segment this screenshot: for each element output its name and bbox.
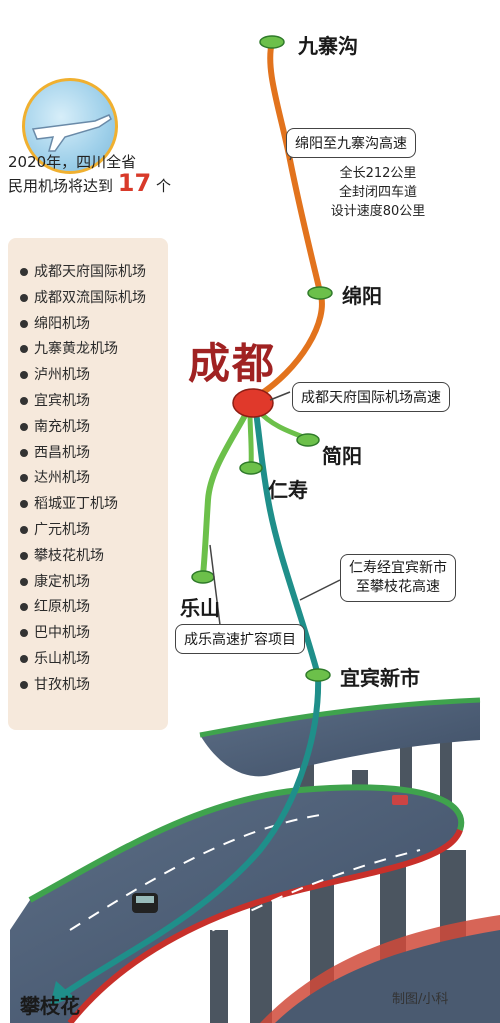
callout-chengle: 成乐高速扩容项目 <box>175 624 305 654</box>
route-specs: 全长212公里 全封闭四车道 设计速度80公里 <box>318 164 438 221</box>
list-item: 甘孜机场 <box>20 673 168 699</box>
list-item: 南充机场 <box>20 415 168 441</box>
car <box>392 795 408 805</box>
airport-count-intro: 2020年，四川全省 民用机场将达到 17 个 <box>8 152 188 197</box>
city-label-yibin-new: 宜宾新市 <box>340 666 420 690</box>
callout-renshou-panzhihua: 仁寿经宜宾新市 至攀枝花高速 <box>340 554 456 602</box>
list-item: 乐山机场 <box>20 647 168 673</box>
list-item: 达州机场 <box>20 466 168 492</box>
list-item: 康定机场 <box>20 570 168 596</box>
list-item: 稻城亚丁机场 <box>20 492 168 518</box>
list-item: 广元机场 <box>20 518 168 544</box>
city-label-panzhihua: 攀枝花 <box>20 994 80 1018</box>
node-jiuzhaigou <box>259 35 285 49</box>
arrow-head-icon <box>50 981 74 1006</box>
airport-count: 17 <box>117 169 152 197</box>
airplane-icon <box>31 114 112 152</box>
list-item: 红原机场 <box>20 595 168 621</box>
node-mianyang <box>307 286 333 300</box>
callout-renshou-panzhihua-line-2: 至攀枝花高速 <box>356 579 440 595</box>
node-yibin-new <box>305 668 331 682</box>
list-item: 绵阳机场 <box>20 312 168 338</box>
node-chengdu <box>232 388 274 418</box>
city-label-jiuzhaigou: 九寨沟 <box>298 34 358 58</box>
intro-line-2: 民用机场将达到 17 个 <box>8 171 188 197</box>
list-item: 攀枝花机场 <box>20 544 168 570</box>
list-item: 成都双流国际机场 <box>20 286 168 312</box>
city-label-jianyang: 简阳 <box>322 444 362 468</box>
main-road <box>10 787 462 1023</box>
airplane-emblem <box>22 78 118 174</box>
city-label-mianyang: 绵阳 <box>342 284 382 308</box>
airport-list: 成都天府国际机场 成都双流国际机场 绵阳机场 九寨黄龙机场 泸州机场 宜宾机场 … <box>8 238 168 699</box>
upper-road <box>200 700 480 777</box>
node-leshan <box>191 570 215 584</box>
route-mianyang-jiuzhaigou <box>253 39 325 400</box>
spec-length: 全长212公里 <box>339 166 417 181</box>
airport-count-unit: 个 <box>155 177 171 195</box>
callout-mianyang-jiuzhaigou: 绵阳至九寨沟高速 <box>286 128 416 158</box>
list-item: 九寨黄龙机场 <box>20 337 168 363</box>
callout-tianfu-airport: 成都天府国际机场高速 <box>292 382 450 412</box>
callout-renshou-panzhihua-line-1: 仁寿经宜宾新市 <box>349 560 447 576</box>
city-label-chengdu: 成都 <box>188 339 277 388</box>
route-chengle <box>200 407 251 578</box>
credit: 制图/小科 <box>392 992 449 1007</box>
intro-line-1: 2020年，四川全省 <box>8 153 137 171</box>
list-item: 泸州机场 <box>20 363 168 389</box>
list-item: 成都天府国际机场 <box>20 260 168 286</box>
node-renshou <box>239 461 263 475</box>
spec-lanes: 全封闭四车道 <box>338 185 417 200</box>
airport-list-panel: 成都天府国际机场 成都双流国际机场 绵阳机场 九寨黄龙机场 泸州机场 宜宾机场 … <box>8 238 168 730</box>
intro-line-2-prefix: 民用机场将达到 <box>8 177 114 195</box>
city-label-renshou: 仁寿 <box>268 478 308 502</box>
route-renshou-panzhihua <box>52 409 322 1003</box>
spec-speed: 设计速度80公里 <box>330 204 426 219</box>
list-item: 宜宾机场 <box>20 389 168 415</box>
list-item: 西昌机场 <box>20 441 168 467</box>
city-label-leshan: 乐山 <box>180 596 220 620</box>
list-item: 巴中机场 <box>20 621 168 647</box>
node-jianyang <box>296 433 320 447</box>
